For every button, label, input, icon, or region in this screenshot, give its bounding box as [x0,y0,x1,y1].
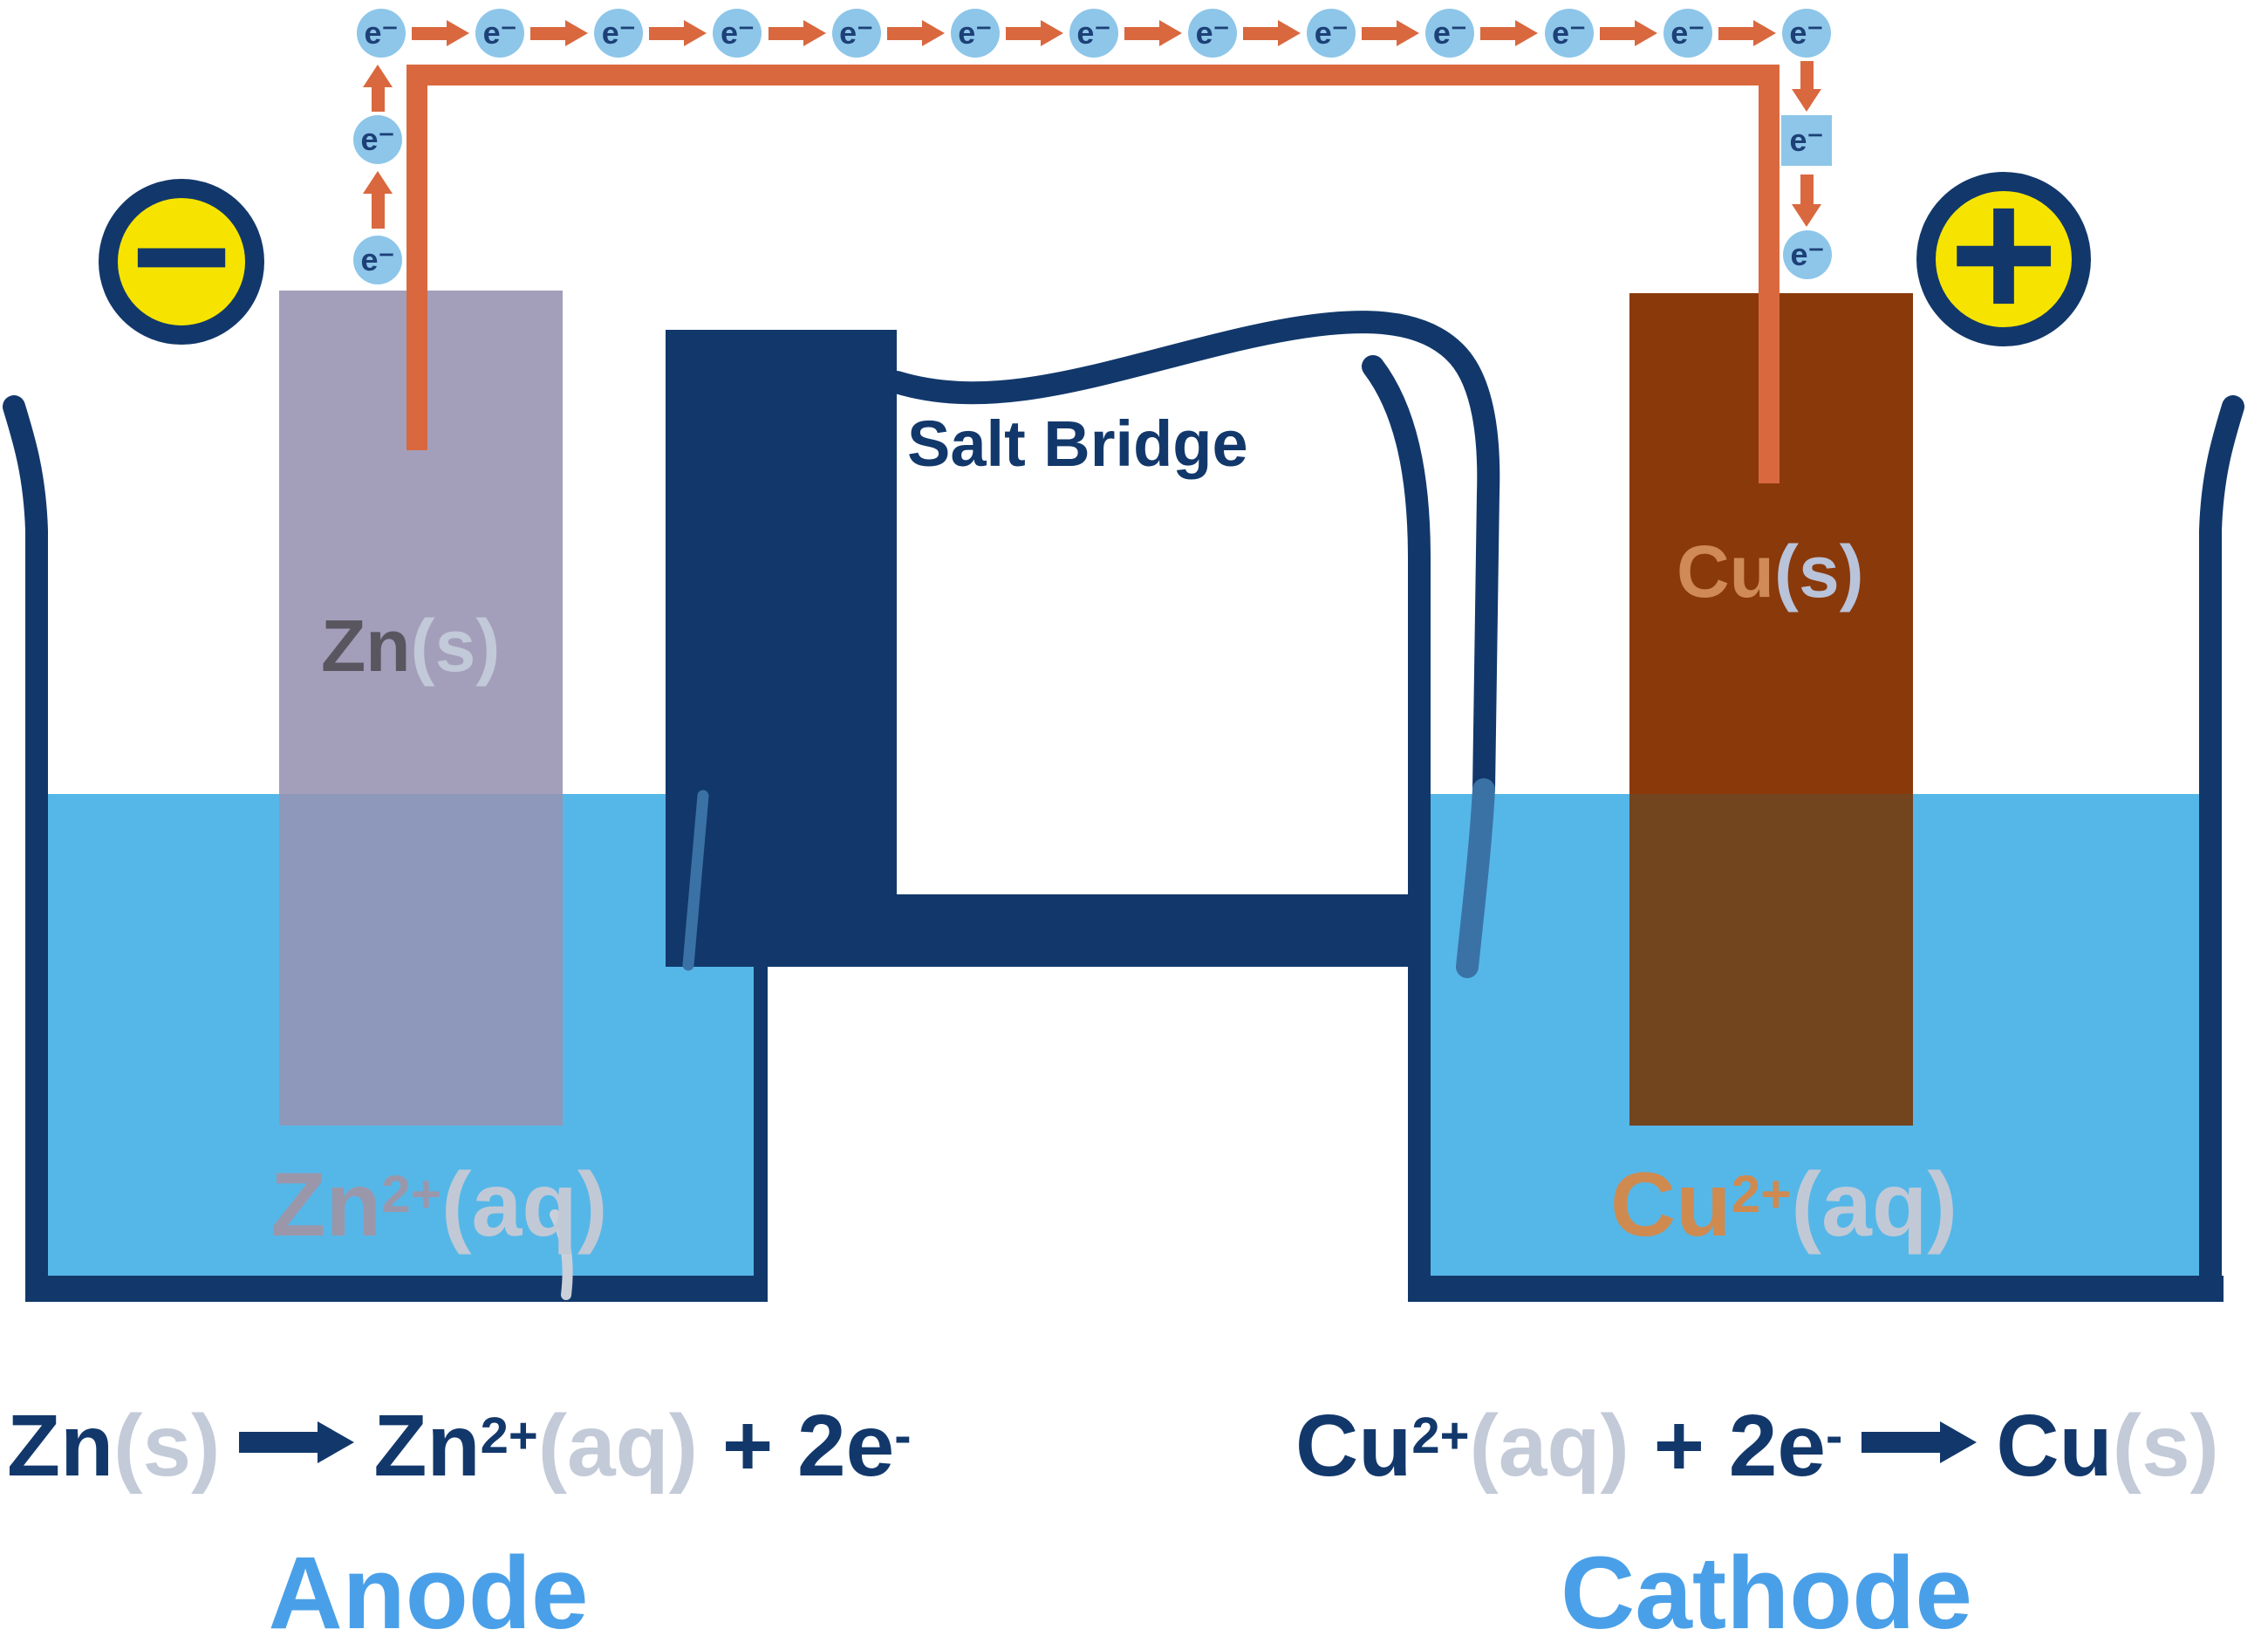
eq-electrons: 2e [797,1397,895,1495]
zn-state: (s) [410,605,501,687]
electron-flow-top-row: e⁻ e⁻ e⁻ e⁻ e⁻ e⁻ e⁻ e⁻ e⁻ e⁻ e⁻ e⁻ e⁻ [357,9,1831,58]
arrow-right-icon [1718,20,1776,46]
eq-plus: + [721,1397,774,1495]
electron: e⁻ [594,9,644,58]
zn-symbol: Zn [321,605,411,687]
copper-electrode-label: Cu(s) [1677,530,1864,614]
electron: e⁻ [1544,9,1594,58]
electron: e⁻ [1069,9,1118,58]
left-beaker-right-wall [754,894,768,1302]
eq-electron-charge: - [1826,1407,1843,1464]
arrow-right-icon [768,20,826,46]
eq-zn-reactant: Zn [7,1397,114,1495]
arrow-right-icon [1243,20,1301,46]
electron: e⁻ [357,9,406,58]
eq-zn-product: Zn [373,1397,481,1495]
zn-ion-symbol: Zn [270,1154,382,1256]
arrow-down-icon [1792,61,1821,112]
electron: e⁻ [1188,9,1238,58]
cathode-label: Cathode [1561,1536,1972,1643]
electron: e⁻ [1425,9,1475,58]
arrow-right-icon [530,20,589,46]
zinc-ion-label: Zn2+(aq) [270,1154,607,1257]
cu-symbol: Cu [1677,531,1774,613]
electron: e⁻ [1781,9,1831,58]
electron: e⁻ [1783,230,1832,279]
zinc-electrode-label: Zn(s) [321,604,500,688]
arrow-right-icon [1480,20,1539,46]
arrow-up-icon [363,65,393,112]
electron: e⁻ [1663,9,1712,58]
eq-zn-product-charge: 2+ [480,1407,538,1464]
eq-electrons: 2e [1728,1397,1826,1495]
salt-bridge-left-arm [666,330,897,967]
salt-bridge-bar [666,894,1425,967]
arrow-right-icon [1005,20,1063,46]
eq-cu-reactant-charge: 2+ [1411,1407,1470,1464]
cu-ion-symbol: Cu [1610,1154,1732,1256]
eq-electron-charge: - [894,1407,912,1464]
electron: e⁻ [475,9,525,58]
right-beaker-underwater-wall-curve [1456,778,1495,978]
left-beaker-bottom [25,1276,766,1302]
wire-top [406,65,1780,86]
zn-ion-charge: 2+ [381,1163,441,1223]
electron: e⁻ [950,9,1000,58]
salt-bridge-swoosh-outline [885,311,1500,801]
anode-half-reaction: Zn(s)Zn2+(aq) + 2e- [7,1396,912,1496]
eq-cu-reactant-state: (aq) [1469,1397,1629,1495]
left-beaker-highlight [550,1209,573,1300]
eq-cu-product-state: (s) [2112,1397,2219,1495]
arrow-down-icon [1792,175,1821,227]
eq-cu-product: Cu [1996,1397,2113,1495]
salt-bridge-label: Salt Bridge [907,407,1248,480]
eq-zn-reactant-state: (s) [113,1397,221,1495]
reaction-arrow-icon [239,1421,355,1463]
left-beaker-left-wall [3,395,48,1294]
anode-label: Anode [268,1536,589,1643]
eq-cu-reactant: Cu [1295,1397,1412,1495]
right-beaker-bottom [1408,1276,2224,1302]
right-beaker-right-wall [2199,395,2244,1294]
wire-right [1759,65,1780,483]
arrow-right-icon [412,20,470,46]
electron: e⁻ [1307,9,1356,58]
negative-terminal: − [99,169,264,345]
left-beaker-underwater-wall-curve [682,790,709,971]
cu-ion-charge: 2+ [1731,1163,1792,1223]
right-beaker-left-wall [1362,355,1431,1287]
cu-state: (s) [1773,531,1864,613]
arrow-right-icon [649,20,707,46]
eq-plus: + [1653,1397,1704,1495]
arrow-right-icon [1362,20,1420,46]
arrow-up-icon [363,171,393,229]
arrow-right-icon [886,20,945,46]
reaction-arrow-icon [1862,1421,1978,1463]
arrow-right-icon [1124,20,1183,46]
electron: e⁻ [831,9,881,58]
zn-ion-state: (aq) [441,1154,608,1256]
electron: e⁻ [713,9,762,58]
arrow-right-icon [1599,20,1657,46]
copper-ion-label: Cu2+(aq) [1610,1154,1957,1257]
cathode-half-reaction: Cu2+(aq) + 2e-Cu(s) [1295,1396,2219,1496]
cu-ion-state: (aq) [1791,1154,1958,1256]
positive-terminal: + [1916,160,2091,347]
eq-zn-product-state: (aq) [537,1397,699,1495]
zinc-electrode-submerged [279,794,563,1126]
electron: e⁻ [353,115,402,164]
electron: e⁻ [353,236,402,284]
wire-left [406,65,427,450]
copper-electrode-submerged [1629,794,1913,1126]
electron-square: e⁻ [1781,115,1832,166]
